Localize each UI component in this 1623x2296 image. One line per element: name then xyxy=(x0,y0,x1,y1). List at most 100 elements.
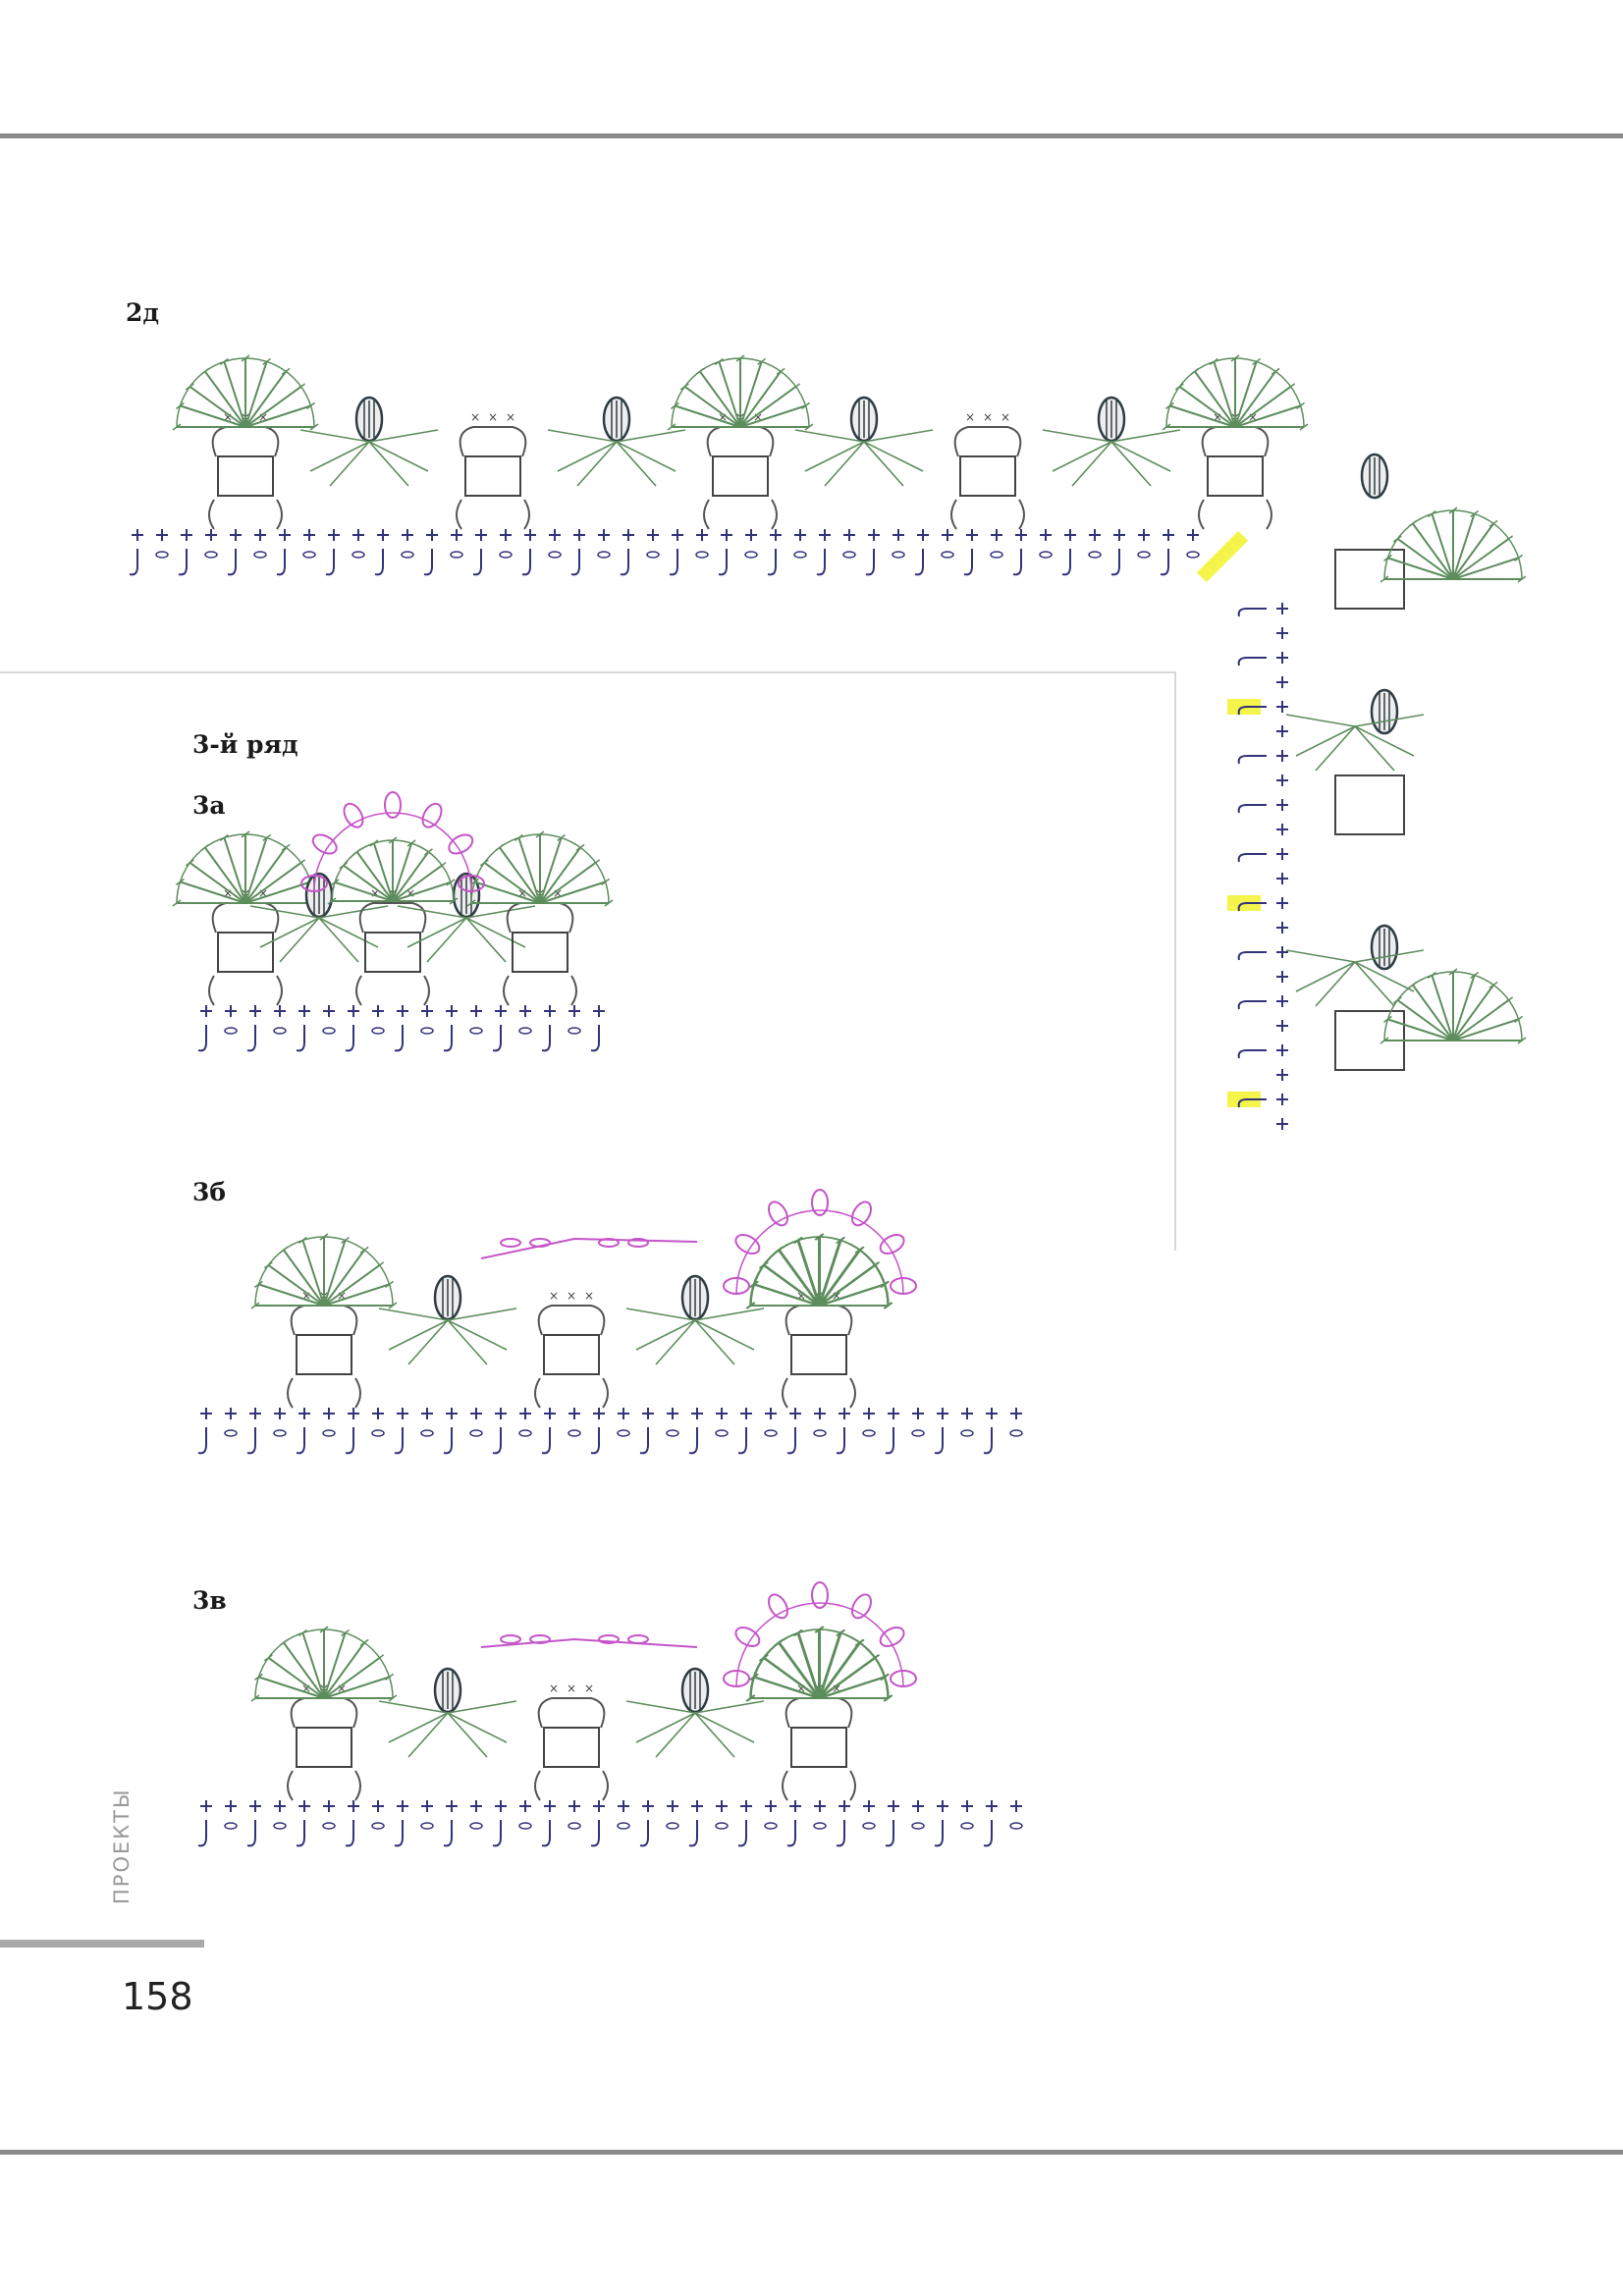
single-crochet-icon xyxy=(443,1408,458,1455)
fan-shell-icon xyxy=(1162,354,1309,431)
single-crochet-icon xyxy=(371,1408,385,1437)
fan-shell-icon xyxy=(1380,507,1527,583)
single-crochet-icon xyxy=(617,1408,630,1437)
single-crochet-icon xyxy=(590,1005,605,1052)
svg-text:×: × xyxy=(470,410,480,424)
single-crochet-icon xyxy=(1276,873,1288,884)
chain-spokes-icon xyxy=(397,905,536,963)
single-crochet-icon xyxy=(983,1800,998,1847)
single-crochet-icon xyxy=(443,1800,458,1847)
bobble-icon xyxy=(1370,924,1399,971)
single-crochet-icon xyxy=(345,1408,359,1455)
single-crochet-icon xyxy=(224,1408,238,1437)
svg-text:×: × xyxy=(832,1289,841,1303)
single-crochet-icon xyxy=(472,529,487,576)
single-crochet-icon xyxy=(568,1408,581,1437)
svg-text:×: × xyxy=(258,410,268,424)
single-crochet-icon xyxy=(1009,1800,1023,1830)
fan-shell-icon xyxy=(667,354,814,431)
single-crochet-icon xyxy=(914,529,929,576)
single-crochet-icon xyxy=(813,1408,827,1437)
single-crochet-icon xyxy=(911,1800,925,1830)
single-crochet-icon xyxy=(1012,529,1027,576)
single-crochet-icon xyxy=(1276,1020,1288,1032)
svg-text:×: × xyxy=(549,1289,559,1303)
single-crochet-icon xyxy=(1237,799,1288,814)
bobble-icon xyxy=(680,1667,710,1714)
single-crochet-icon xyxy=(590,1800,605,1847)
crochet-chart-3b: ××××××××× xyxy=(197,1189,1023,1455)
bobble-icon xyxy=(1097,396,1126,443)
svg-text:×: × xyxy=(549,1682,559,1695)
crochet-chart-2d: ××××××××××××××× xyxy=(129,354,1527,1130)
bobble-icon xyxy=(680,1274,710,1321)
chain-spokes-icon xyxy=(547,429,686,487)
single-crochet-icon xyxy=(744,529,758,559)
single-crochet-icon xyxy=(688,1800,703,1847)
single-crochet-icon xyxy=(1276,774,1288,786)
single-crochet-icon xyxy=(568,1005,581,1035)
single-crochet-icon xyxy=(302,529,316,559)
single-crochet-icon xyxy=(325,529,340,576)
single-crochet-icon xyxy=(695,529,709,559)
single-crochet-icon xyxy=(934,1408,948,1455)
single-crochet-icon xyxy=(322,1800,336,1830)
svg-text:×: × xyxy=(1248,410,1258,424)
single-crochet-icon xyxy=(420,1005,434,1035)
single-crochet-icon xyxy=(273,1800,287,1830)
single-crochet-icon xyxy=(960,1408,974,1437)
single-crochet-icon xyxy=(639,1408,654,1455)
single-crochet-icon xyxy=(1160,529,1174,576)
single-crochet-icon xyxy=(1276,1069,1288,1081)
single-crochet-icon xyxy=(1227,1092,1288,1108)
single-crochet-icon xyxy=(541,1005,556,1052)
single-crochet-icon xyxy=(224,1005,238,1035)
single-crochet-icon xyxy=(1237,750,1288,765)
svg-text:×: × xyxy=(506,410,515,424)
fan-shell-icon xyxy=(746,1233,893,1309)
single-crochet-icon xyxy=(911,1408,925,1437)
single-crochet-icon xyxy=(764,1800,778,1830)
single-crochet-icon xyxy=(322,1005,336,1035)
chain-bridge-icon xyxy=(480,1634,698,1648)
picot-fan-icon xyxy=(723,1581,917,1687)
single-crochet-icon xyxy=(227,529,242,576)
single-crochet-icon xyxy=(371,1005,385,1035)
single-crochet-icon xyxy=(813,1800,827,1830)
bobble-icon xyxy=(433,1667,462,1714)
svg-text:×: × xyxy=(1001,410,1010,424)
single-crochet-icon xyxy=(793,529,807,559)
single-crochet-icon xyxy=(715,1800,729,1830)
single-crochet-icon xyxy=(541,1408,556,1455)
chain-loop-icon: ××× xyxy=(782,1682,856,1801)
chain-loop-icon: ××× xyxy=(534,1682,609,1801)
single-crochet-icon xyxy=(1276,627,1288,639)
single-crochet-icon xyxy=(548,529,562,559)
page-number: 158 xyxy=(122,1975,193,2018)
chain-spokes-icon xyxy=(1285,714,1425,772)
fan-shell-icon xyxy=(250,1626,398,1702)
single-crochet-icon xyxy=(1061,529,1076,576)
chain-spokes-icon xyxy=(378,1700,517,1758)
single-crochet-icon xyxy=(155,529,169,559)
chain-loop-icon: ××× xyxy=(1198,410,1272,530)
row-label-3a: 3а xyxy=(192,791,226,820)
bobble-icon xyxy=(1370,688,1399,735)
picot-fan-icon xyxy=(723,1189,917,1295)
single-crochet-icon xyxy=(394,1408,408,1455)
svg-text:×: × xyxy=(832,1682,841,1695)
single-crochet-icon xyxy=(469,1005,483,1035)
single-crochet-icon xyxy=(990,529,1003,559)
single-crochet-icon xyxy=(224,1800,238,1830)
single-crochet-icon xyxy=(518,1005,532,1035)
svg-text:×: × xyxy=(370,886,380,900)
single-crochet-icon xyxy=(521,529,536,576)
single-crochet-icon xyxy=(253,529,267,559)
single-crochet-icon xyxy=(345,1800,359,1847)
single-crochet-icon xyxy=(469,1800,483,1830)
single-crochet-icon xyxy=(1237,995,1288,1010)
single-crochet-icon xyxy=(204,529,218,559)
bobble-icon xyxy=(849,396,879,443)
chain-loop-icon: ××× xyxy=(782,1289,856,1409)
single-crochet-icon xyxy=(197,1800,212,1847)
